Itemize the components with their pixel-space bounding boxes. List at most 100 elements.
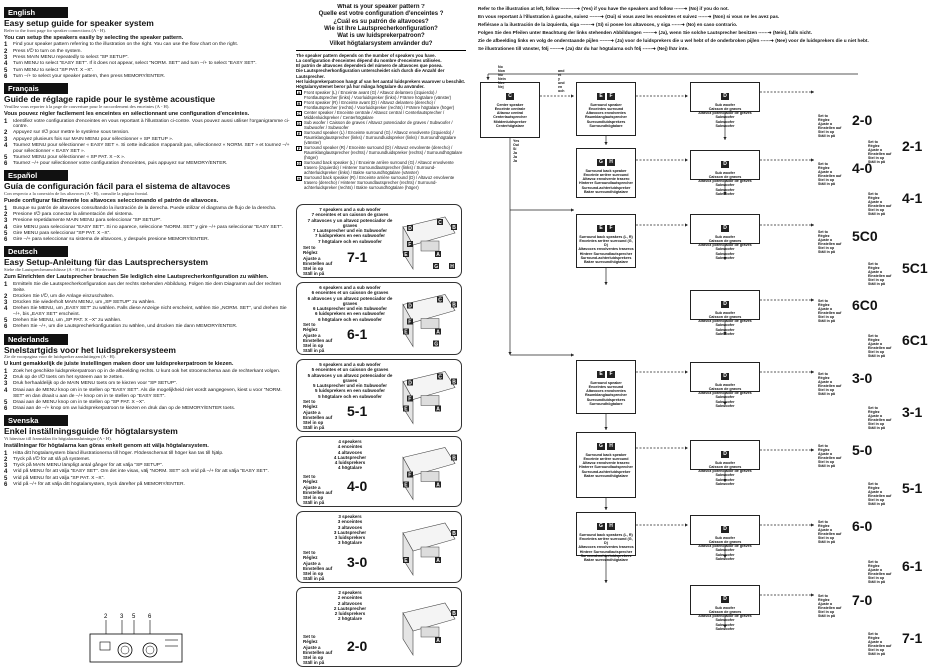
step-text: Presione I/⏻ para conectar la alimentaci… <box>13 211 133 217</box>
speaker-marker <box>435 481 441 488</box>
step-number: 4 <box>4 142 8 149</box>
result-pattern-2-0: 2-0 <box>852 112 873 128</box>
set-to-label: Set to Réglez Ajuste a Einstellen auf St… <box>818 372 842 397</box>
step-number: 6 <box>4 405 8 412</box>
pattern-description: 4 speakers 4 enceintes 4 altavoces 4 Lau… <box>333 439 367 471</box>
speaker-marker-letter: G <box>434 264 438 270</box>
speaker-marker <box>437 219 443 225</box>
speaker-marker <box>433 340 439 347</box>
speaker-letter-badge: G <box>597 443 605 450</box>
set-to-label: Set to Réglez Ajuste a Einstellen auf St… <box>818 230 842 255</box>
arrow-head <box>723 257 727 260</box>
step-text: Drücken Sie I/⏻, um die Anlage einzuscha… <box>13 293 114 299</box>
set-to-label: Set to Réglez Ajuste a Einstellen auf St… <box>818 594 842 619</box>
question-line: Vilket högtalarsystem använder du? <box>329 40 433 47</box>
pattern-card-5-1: 5 speakers and a sub woofer 5 enceintes … <box>296 359 462 432</box>
pattern-card-3-0: 3 speakers 3 enceintes 3 altavoces 3 Lau… <box>296 511 462 583</box>
result-pattern-2-1: 2-1 <box>902 138 923 154</box>
step-text: Vrid på MENU för att välja “SP PAT. X –X… <box>13 475 105 481</box>
pattern-description: 6 speakers and a sub woofer 6 enceintes … <box>307 285 393 322</box>
surround-speaker-box-text: Surround speaker Enceintes surround Alta… <box>584 103 627 128</box>
language-heading: Svenska <box>4 415 68 427</box>
speaker-marker-letter: E <box>404 483 408 489</box>
arrow-head <box>811 370 814 374</box>
center-speaker-box-text: Center speaker Enceinte centrale Altavoz… <box>493 103 527 128</box>
step-number: 2 <box>4 456 8 463</box>
speaker-marker <box>437 373 443 380</box>
set-to-label: Set to Réglez Ajuste a Einstellen auf St… <box>868 560 892 585</box>
step-number: 1 <box>4 42 8 49</box>
arrow-head <box>723 555 727 558</box>
step-number: 1 <box>4 450 8 457</box>
room-illustration: AB <box>402 602 457 657</box>
speaker-letter-badge: D <box>721 373 729 380</box>
step-list: 1 Find your speaker pattern referring to … <box>4 42 290 80</box>
arrow-head <box>508 352 512 355</box>
set-to-label: Set to Réglez Ajuste a Einstellen auf St… <box>868 192 892 217</box>
result-pattern-5C0: 5C0 <box>852 228 878 244</box>
speaker-marker <box>403 405 409 412</box>
speaker-marker-letter: F <box>408 320 411 326</box>
speaker-pattern-column: What is your speaker pattern ?Quelle est… <box>296 4 466 667</box>
step-text: Draai aan de MENU knop om in te stellen … <box>13 387 282 399</box>
arrow-head <box>811 593 814 597</box>
arrow-head <box>811 448 814 452</box>
step-number: 6 <box>4 73 8 80</box>
speaker-marker-letter: B <box>452 380 456 386</box>
step-number: 2 <box>4 375 8 382</box>
legend-text: Surround speaker (L) / Enceinte surround… <box>304 130 457 146</box>
set-to-label: Set to Réglez Ajuste a Einstellen auf St… <box>868 334 892 359</box>
arrow-head <box>811 158 814 162</box>
section-title: Easy setup guide for speaker system <box>4 18 154 28</box>
and-label: and et y und en och <box>558 69 565 93</box>
step-number: 5 <box>4 399 8 406</box>
legend-text: Sub woofer / Caisson de graves / Altavoz… <box>304 120 453 131</box>
speaker-marker <box>437 296 443 303</box>
pattern-card-4-0: 4 speakers 4 enceintes 4 altavoces 4 Lau… <box>296 436 462 507</box>
section-lead: Zum Einrichten der Lautsprecher brauchen… <box>4 274 269 281</box>
step-text: Drücken Sie wiederholt MAIN MENU, um „SP… <box>13 299 156 305</box>
instruction-line: Folgen Sie den Pfeilen unter Beachtung d… <box>478 30 813 36</box>
connection-reference: Siehe die Lautsprecheranschlüsse (A - H)… <box>4 267 118 273</box>
set-to-label: Set to Réglez Ajuste a Einstellen auf St… <box>868 262 892 287</box>
step-number: 4 <box>4 224 8 231</box>
speaker-letter-badge: D <box>721 451 729 458</box>
step-text: Find your speaker pattern referring to t… <box>13 42 239 48</box>
language-heading: Français <box>4 83 68 95</box>
flowchart-instructions: Refer to the illustration at left, follo… <box>478 5 948 53</box>
step-number: 1 <box>4 368 8 375</box>
intro-line: Het luidsprekerpatroon hangt af van het … <box>296 78 466 84</box>
connection-reference: Con respecto a la conexión de los altavo… <box>4 191 149 197</box>
step-text: Tryck på I/⏻ för att slå på systemet. <box>13 456 91 462</box>
question-line: What is your speaker pattern ? <box>337 4 425 10</box>
language-heading: Deutsch <box>4 246 68 258</box>
arrow-head <box>571 353 574 357</box>
speaker-marker-letter: F <box>408 397 411 403</box>
arrow-head <box>571 208 574 212</box>
question-line: ¿Cuál es su patrón de altavoces? <box>333 18 429 25</box>
step-text: Press MAIN MENU repeatedly to select “SP… <box>13 54 129 60</box>
result-pattern-5C1: 5C1 <box>902 260 928 276</box>
result-pattern-3-1: 3-1 <box>902 404 923 420</box>
arrow-head <box>723 479 727 482</box>
speaker-marker-letter: E <box>404 558 408 564</box>
